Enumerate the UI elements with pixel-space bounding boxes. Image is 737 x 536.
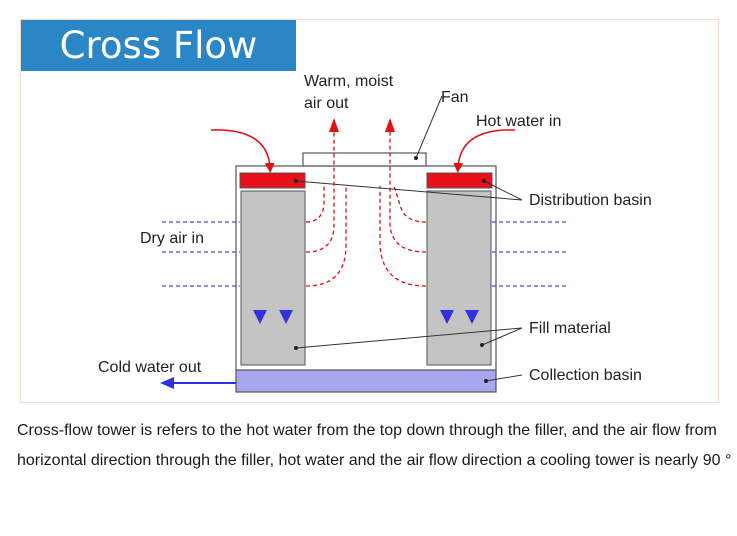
diagram-frame: [20, 19, 719, 403]
label-cold-water-out: Cold water out: [98, 359, 202, 376]
fill-left: [240, 190, 306, 366]
label-distribution-basin: Distribution basin: [529, 192, 652, 209]
distribution-basin-left: [239, 172, 306, 189]
leader-dots: [294, 156, 488, 383]
water-flow-arrowhead: [279, 310, 293, 324]
hot-water-in-arrow-left: [210, 129, 275, 173]
hot-water-in-arrow-right: [453, 129, 516, 173]
label-fan: Fan: [441, 89, 469, 106]
water-flow-arrowhead: [465, 310, 479, 324]
water-flow-arrowhead: [440, 310, 454, 324]
fill-right: [426, 190, 492, 366]
collection-basin: [235, 369, 497, 393]
air-flow-lines: [305, 120, 427, 287]
label-fill-material: Fill material: [529, 320, 611, 337]
label-warm-air-out-2: air out: [304, 95, 349, 112]
distribution-basin-right: [426, 172, 493, 189]
dry-air-lines: [162, 221, 568, 287]
label-dry-air-in: Dry air in: [140, 230, 204, 247]
label-warm-air-out: Warm, moist: [304, 73, 394, 90]
water-flow-arrowhead: [253, 310, 267, 324]
title-banner: Cross Flow: [21, 20, 296, 71]
leader-lines: [295, 95, 523, 382]
air-out-arrowhead: [329, 118, 339, 132]
cold-water-out-arrowhead: [160, 377, 174, 389]
air-out-arrowhead: [385, 118, 395, 132]
label-collection-basin: Collection basin: [529, 367, 642, 384]
caption-text: Cross-flow tower is refers to the hot wa…: [17, 422, 732, 469]
fan-shape: [302, 152, 427, 167]
label-hot-water-in: Hot water in: [476, 113, 561, 130]
